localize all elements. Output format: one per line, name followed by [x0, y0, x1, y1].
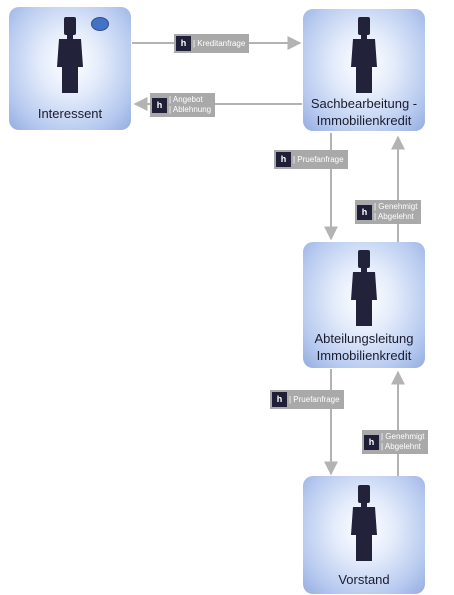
message-icon: h	[176, 36, 191, 51]
person-icon	[351, 17, 377, 93]
message-pruefanfrage-2[interactable]: h | Pruefanfrage	[270, 390, 344, 409]
message-icon: h	[276, 152, 291, 167]
lane-label: Sachbearbeitung - Immobilienkredit	[310, 96, 418, 128]
person-icon	[57, 17, 83, 93]
message-line: | Abgelehnt	[381, 442, 421, 451]
lane-label: Vorstand	[338, 572, 390, 587]
message-icon: h	[364, 434, 379, 450]
lane-sachbearbeitung[interactable]: Sachbearbeitung - Immobilienkredit	[303, 9, 425, 131]
lane-interessent[interactable]: Interessent	[9, 7, 131, 130]
message-line: | Angebot	[169, 95, 203, 104]
message-line: | Genehmigt	[381, 432, 425, 441]
person-icon	[351, 485, 377, 561]
lane-label: Abteilungsleitung Immobilienkredit	[314, 331, 414, 363]
message-icon: h	[272, 392, 287, 407]
message-icon: h	[152, 97, 167, 113]
lane-vorstand[interactable]: Vorstand	[303, 476, 425, 594]
message-angebot[interactable]: h | Angebot | Ablehnung	[150, 93, 216, 117]
message-line: | Ablehnung	[169, 105, 212, 114]
lane-abteilungsleitung[interactable]: Abteilungsleitung Immobilienkredit	[303, 242, 425, 368]
message-line: | Pruefanfrage	[289, 394, 340, 404]
message-line: | Kreditanfrage	[193, 38, 246, 48]
message-line: | Abgelehnt	[374, 212, 414, 221]
message-icon: h	[357, 204, 372, 220]
message-genehmigt-1[interactable]: h | Genehmigt | Abgelehnt	[355, 200, 422, 224]
message-genehmigt-2[interactable]: h | Genehmigt | Abgelehnt	[362, 430, 429, 454]
person-icon	[351, 250, 377, 326]
message-kreditanfrage[interactable]: h | Kreditanfrage	[174, 34, 250, 53]
lane-label: Interessent	[37, 106, 103, 121]
start-event[interactable]	[91, 17, 109, 31]
message-pruefanfrage-1[interactable]: h | Pruefanfrage	[274, 150, 348, 169]
message-line: | Genehmigt	[374, 202, 418, 211]
message-line: | Pruefanfrage	[293, 154, 344, 164]
